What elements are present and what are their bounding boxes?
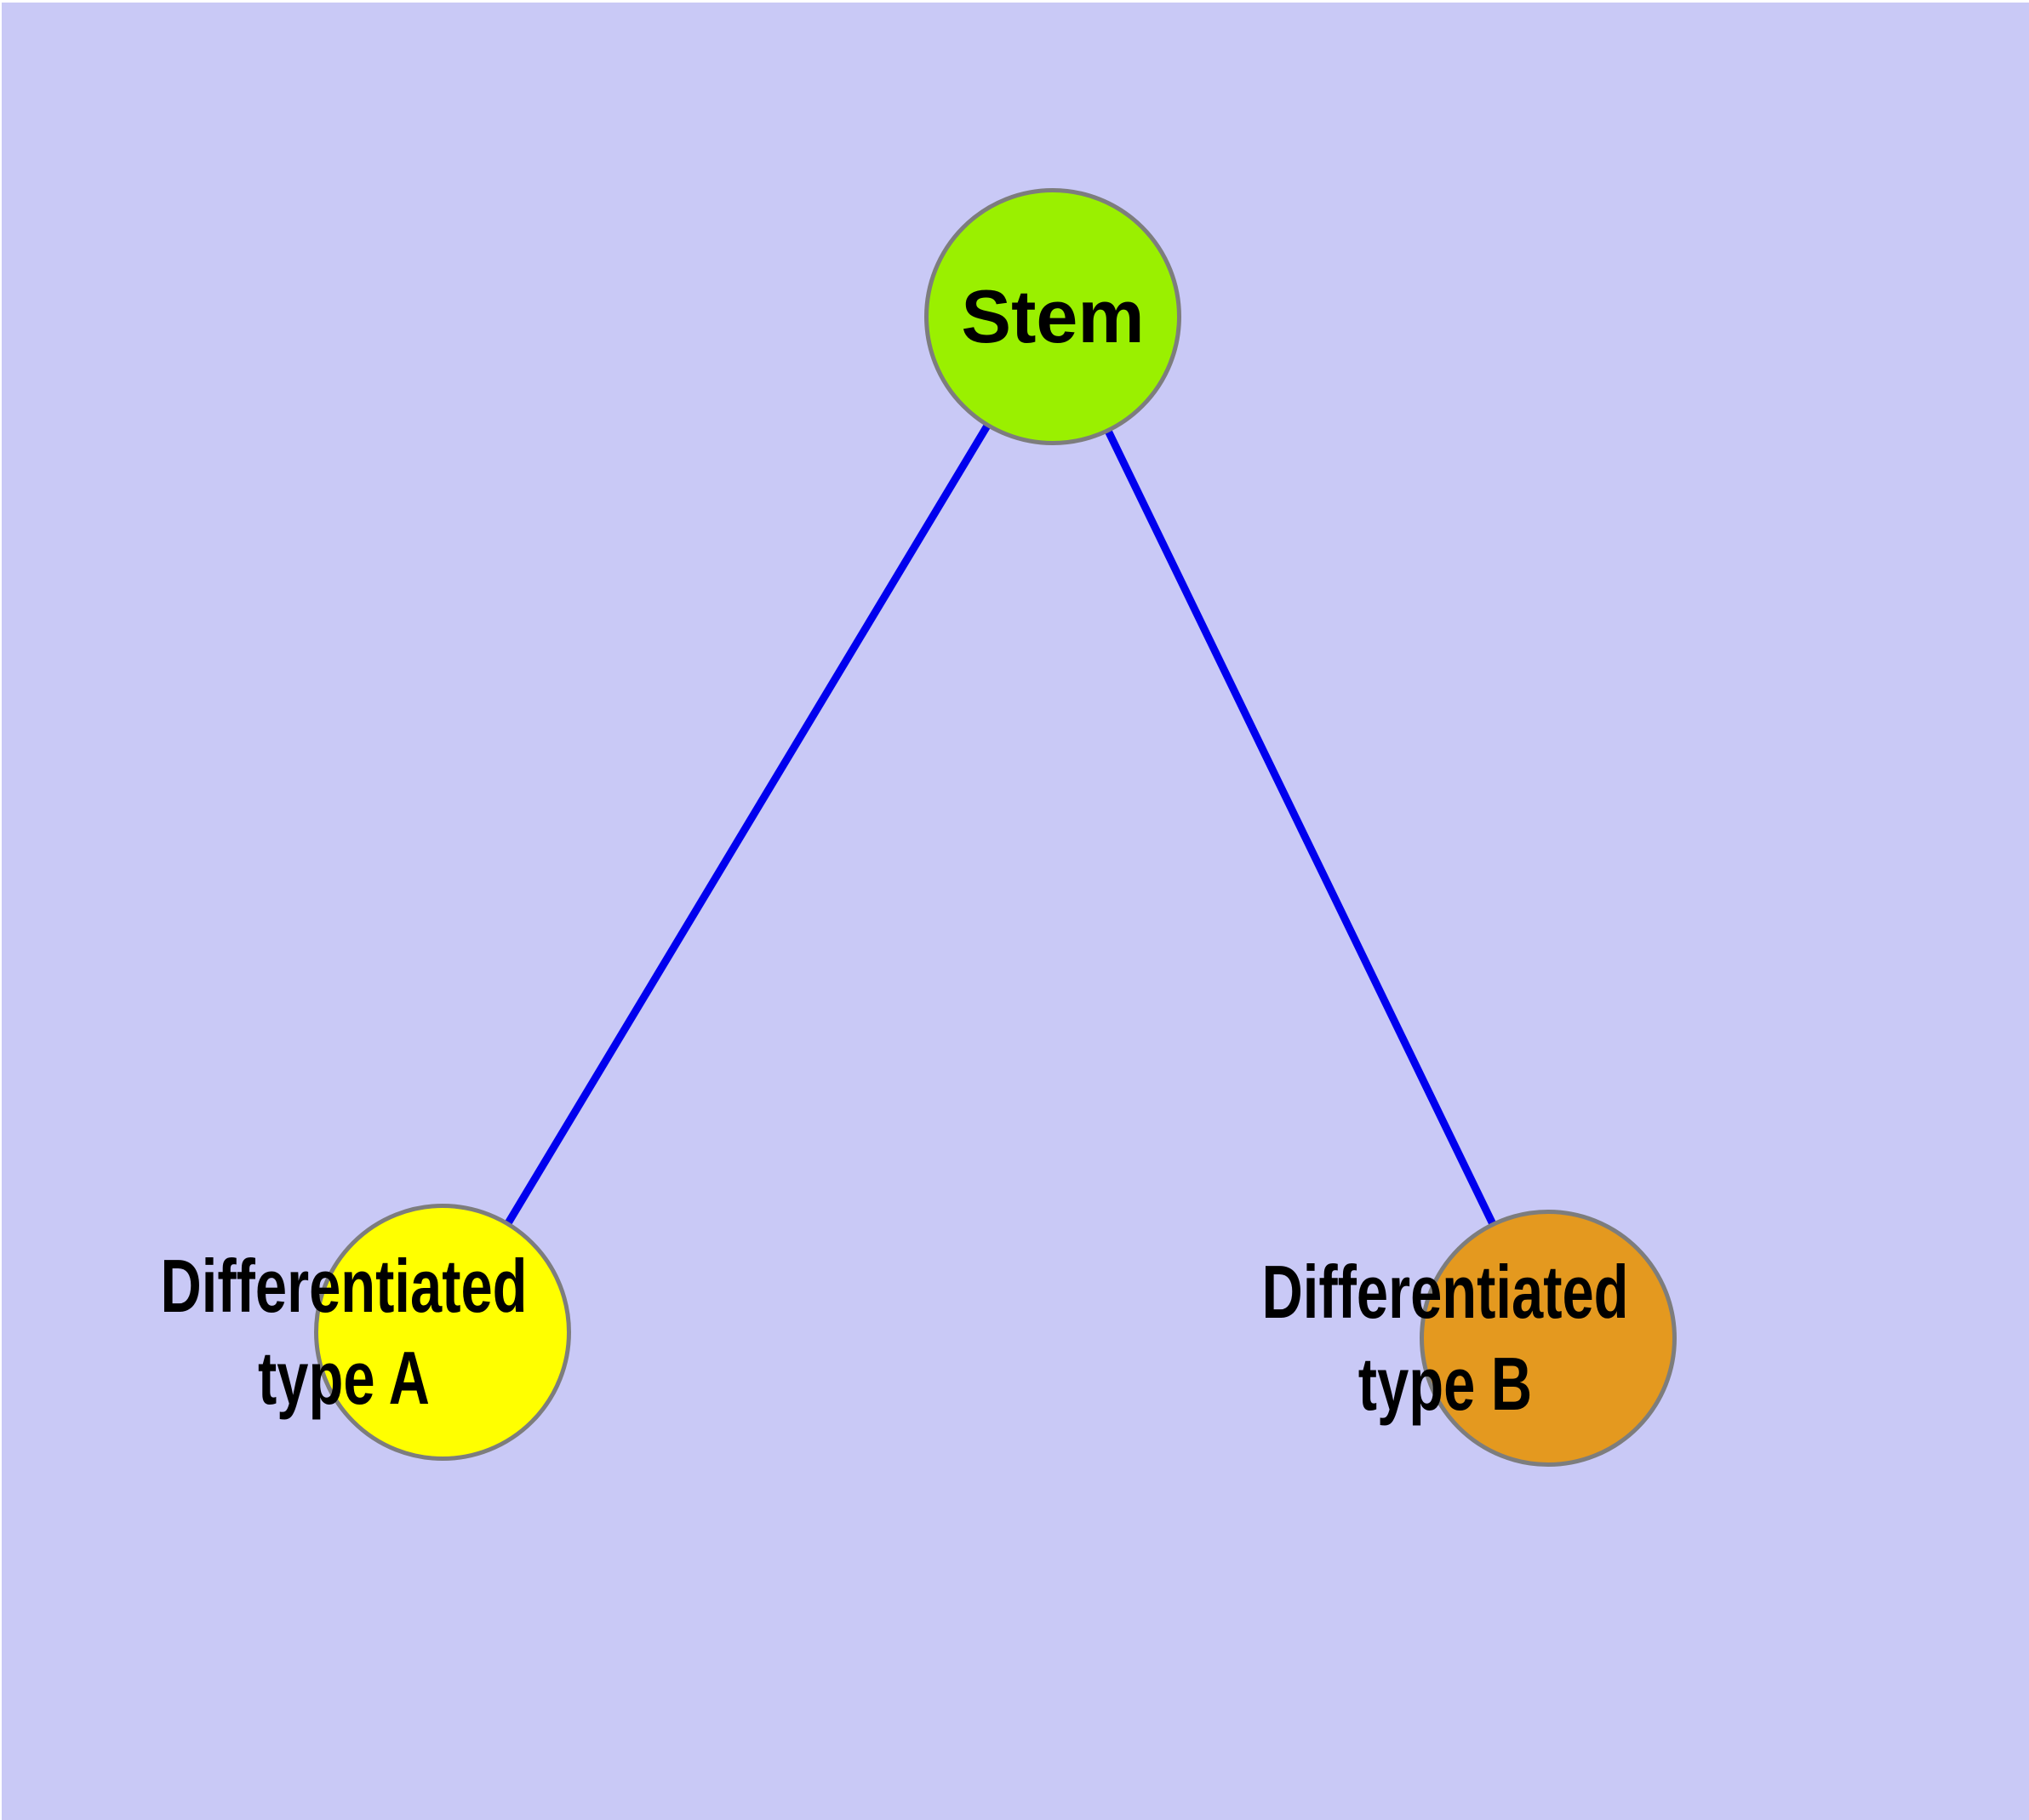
node-differentiated-type-a [314, 1204, 571, 1461]
node-label-differentiated-type-a: Differentiated type A [46, 1240, 642, 1424]
node-label-text-line2: type A [258, 1336, 430, 1420]
node-label-differentiated-type-b: Differentiated type B [1147, 1246, 1743, 1430]
edge-stem-to-type-a [439, 314, 1056, 1335]
node-label-stem: Stem [755, 271, 1351, 363]
node-label-text: Stem [961, 274, 1145, 358]
node-label-text-line1: Differentiated [1261, 1250, 1629, 1334]
edge-stem-to-type-b [1049, 315, 1552, 1340]
node-stem [924, 188, 1181, 445]
node-label-text-line1: Differentiated [160, 1244, 528, 1328]
screenshot-left-border [0, 0, 2, 1820]
screenshot-top-border [0, 0, 2029, 3]
node-label-text-line2: type B [1357, 1342, 1533, 1426]
node-differentiated-type-b [1420, 1210, 1677, 1467]
